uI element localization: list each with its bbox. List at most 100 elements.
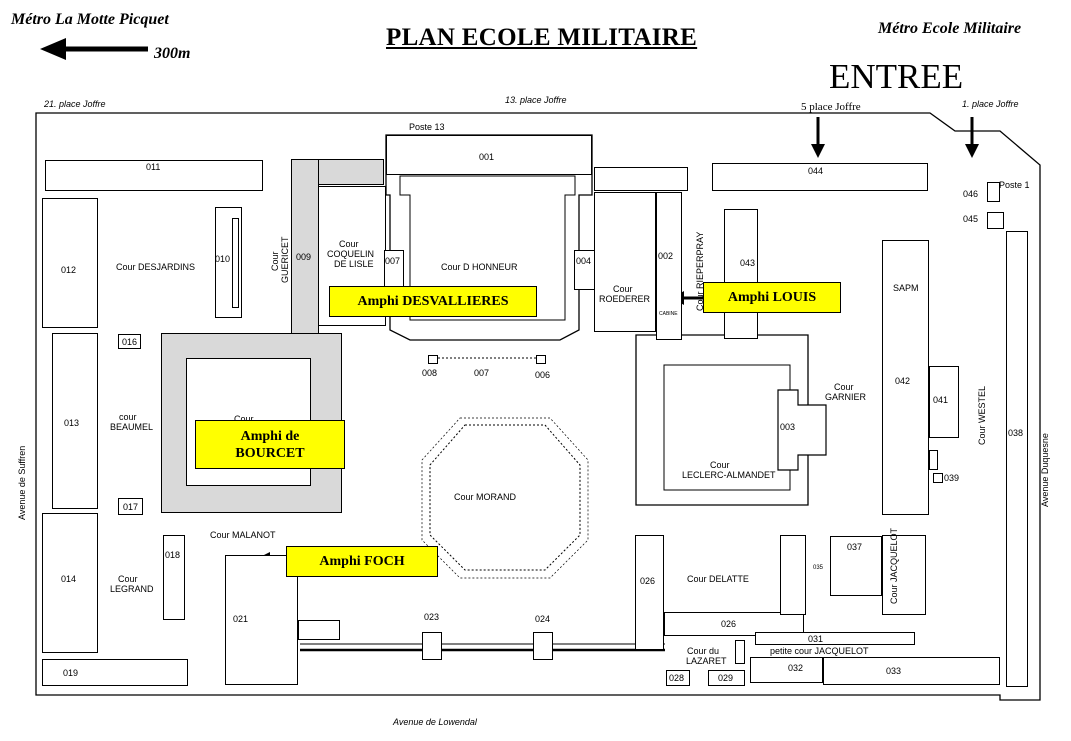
address-label: 21. place Joffre <box>44 99 106 109</box>
building-040 <box>929 450 938 470</box>
courtyard-label: Cour <box>613 284 633 294</box>
page-title: PLAN ECOLE MILITAIRE <box>386 24 698 51</box>
building-035-label: 035 <box>813 565 824 571</box>
courtyard-label: cour <box>119 412 137 422</box>
street-label: Avenue Duquesne <box>1040 433 1050 507</box>
street-label: Avenue de Lowendal <box>393 717 477 727</box>
building-037: 037 <box>830 536 882 596</box>
courtyard-label: COQUELIN <box>327 249 375 259</box>
building-045 <box>987 212 1004 229</box>
building-044: 044 <box>712 163 928 191</box>
pavilion-024 <box>533 632 553 660</box>
courtyard-label: ROEDERER <box>599 294 651 304</box>
building-017: 017 <box>118 498 143 515</box>
amphi-desvallieres-label[interactable]: Amphi DESVALLIERES <box>329 286 537 317</box>
courtyard-label: petite cour JACQUELOT <box>770 646 869 656</box>
courtyard-label: Cour DELATTE <box>687 574 749 584</box>
building-014: 014 <box>42 513 98 653</box>
building-028: 028 <box>666 670 690 686</box>
pavilion-006 <box>536 355 546 364</box>
building-046-label: 046 <box>963 189 979 199</box>
courtyard-label: Cour MALANOT <box>210 530 276 540</box>
cour-morand-outline <box>429 424 581 571</box>
distance-label: 300m <box>154 45 191 62</box>
courtyard-label: GUERICET <box>280 236 290 284</box>
address-label: 5 place Joffre <box>801 101 861 113</box>
street-label: Avenue de Suffren <box>17 445 27 520</box>
building-007-west: 007 <box>384 250 404 290</box>
gate-label: Poste 13 <box>409 122 445 132</box>
building-030 <box>735 640 745 664</box>
building-008-label: 008 <box>422 368 438 378</box>
courtyard-label: BEAUMEL <box>110 422 154 432</box>
metro-la-motte-picquet-label: Métro La Motte Picquet <box>11 11 169 28</box>
amphi-louis-label[interactable]: Amphi LOUIS <box>703 282 841 313</box>
building-022 <box>298 620 340 640</box>
entrance-label: ENTREE <box>829 57 964 96</box>
courtyard-label: Cour du <box>687 646 720 656</box>
building-033: 033 <box>823 657 1000 685</box>
courtyard-label: Cour D HONNEUR <box>441 262 518 272</box>
building-024-label: 024 <box>535 614 551 624</box>
site-perimeter <box>35 112 1041 701</box>
pavilion-023 <box>422 632 442 660</box>
amphi-bourcet-label[interactable]: Amphi de BOURCET <box>195 420 345 469</box>
courtyard-label: GARNIER <box>825 392 867 402</box>
courtyard-label: LECLERC-ALMANDET <box>682 470 776 480</box>
building-012: 012 <box>42 198 98 328</box>
courtyard-label: Cour MORAND <box>454 492 517 502</box>
building-042: SAPM 042 <box>882 240 929 515</box>
courtyard-label: Cour DESJARDINS <box>116 262 196 272</box>
building-045-label: 045 <box>963 214 979 224</box>
building-021: 021 <box>225 555 298 685</box>
building-026-west: 026 <box>635 535 664 650</box>
gate-label: Poste 1 <box>999 180 1030 190</box>
metro-ecole-militaire-label: Métro Ecole Militaire <box>878 20 1022 37</box>
courtyard-label: Cour <box>339 239 359 249</box>
building-019: 019 <box>42 659 188 686</box>
courtyard-label: Cour <box>118 574 138 584</box>
building-roederer <box>594 192 656 332</box>
address-label: 1. place Joffre <box>962 99 1019 109</box>
building-031: 031 <box>755 632 915 645</box>
courtyard-label: Cour <box>270 251 280 271</box>
building-029: 029 <box>708 670 745 686</box>
pavilion-008 <box>428 355 438 364</box>
courtyard-label: LEGRAND <box>110 584 154 594</box>
building-041: 041 <box>929 366 959 438</box>
courtyard-label: Cour JACQUELOT <box>889 527 899 604</box>
building-011: 011 <box>45 160 263 191</box>
left-arrow-icon <box>40 38 148 60</box>
courtyard-label: LAZARET <box>686 656 727 666</box>
building-035 <box>780 535 806 615</box>
building-002: 002 <box>656 192 682 340</box>
courtyard-label: Cour <box>710 460 730 470</box>
address-label: 13. place Joffre <box>505 95 567 105</box>
building-023-label: 023 <box>424 612 440 622</box>
building-001: 001 <box>386 135 592 175</box>
courtyard-label: Cour <box>834 382 854 392</box>
courtyard-label: DE LISLE <box>334 259 374 269</box>
building-018: 018 <box>163 535 185 620</box>
building-013: 013 <box>52 333 98 509</box>
building-007-label: 007 <box>474 368 490 378</box>
building-046 <box>987 182 1000 202</box>
building-006-label: 006 <box>535 370 551 380</box>
entrance-arrow-icon <box>965 117 979 158</box>
building-016: 016 <box>118 334 141 349</box>
building-039 <box>933 473 943 483</box>
building-annex <box>594 167 688 191</box>
building-039-label: 039 <box>944 473 960 483</box>
building-jacquelot <box>882 535 926 615</box>
building-032: 032 <box>750 657 823 683</box>
entrance-arrow-icon <box>811 117 825 158</box>
building-038: 038 <box>1006 231 1028 687</box>
amphi-foch-label[interactable]: Amphi FOCH <box>286 546 438 577</box>
building-043: 043 <box>724 209 758 339</box>
courtyard-label: Cour WESTEL <box>977 385 987 445</box>
cabine-label: CABINE <box>659 311 678 317</box>
building-009: 009 <box>291 159 319 337</box>
building-003-label: 003 <box>780 422 796 432</box>
building-004: 004 <box>574 250 596 290</box>
